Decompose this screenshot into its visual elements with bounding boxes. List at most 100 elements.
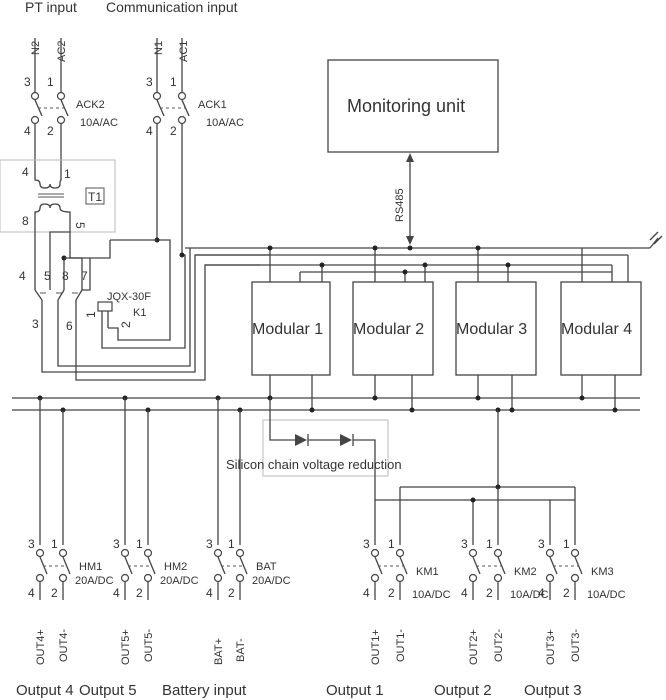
output-breaker-name: KM1 [416, 566, 439, 578]
svg-text:6: 6 [66, 319, 73, 333]
output-negative-terminal: BAT- [235, 638, 247, 662]
svg-text:4: 4 [363, 586, 370, 600]
svg-text:7: 7 [81, 269, 88, 283]
output-caption: Output 5 [79, 682, 137, 699]
module-4-label: Modular 4 [561, 321, 632, 338]
output-positive-terminal: OUT3+ [545, 629, 557, 665]
output-negative-terminal: OUT3- [570, 629, 582, 662]
svg-text:4: 4 [461, 586, 468, 600]
svg-text:4: 4 [206, 586, 213, 600]
module-1-label: Modular 1 [252, 321, 323, 338]
relay-name: K1 [133, 307, 146, 319]
output-caption: Output 4 [16, 682, 74, 699]
relay-k1: 4 5 8 7 3 6 1 2 JQX-30F K1 [19, 231, 186, 349]
ack1-top-left-label: N1 [153, 41, 165, 55]
output-breaker-rating: 10A/DC [510, 589, 549, 601]
ack2-top-left-label: N2 [30, 41, 42, 55]
output-caption: Output 2 [434, 682, 492, 699]
output-caption: Battery input [162, 682, 247, 699]
svg-text:2: 2 [47, 124, 54, 138]
svg-text:3: 3 [24, 75, 31, 89]
communication-input-heading: Communication input [106, 0, 238, 15]
output-positive-terminal: OUT5+ [120, 629, 132, 665]
output-negative-terminal: OUT2- [493, 629, 505, 662]
output-breaker-rating: 20A/DC [252, 575, 291, 587]
output-caption: Output 1 [326, 682, 384, 699]
svg-text:1: 1 [84, 311, 98, 318]
svg-text:4: 4 [146, 124, 153, 138]
silicon-chain-label: Silicon chain voltage reduction [226, 457, 402, 472]
monitoring-unit: Monitoring unit RS485 [327, 59, 499, 245]
output-positive-terminal: OUT2+ [468, 629, 480, 665]
svg-text:2: 2 [563, 586, 570, 600]
svg-text:4: 4 [22, 165, 29, 179]
module-3: Modular 3 [455, 281, 537, 376]
svg-text:2: 2 [228, 586, 235, 600]
svg-text:1: 1 [563, 537, 570, 551]
output-positive-terminal: OUT4+ [35, 629, 47, 665]
monitoring-unit-label: Monitoring unit [347, 96, 465, 116]
svg-text:3: 3 [32, 317, 39, 331]
output-breaker-name: HM2 [164, 561, 187, 573]
svg-text:2: 2 [136, 586, 143, 600]
svg-text:8: 8 [22, 214, 29, 228]
breaker-ack1: N1 AC1 3 1 4 2 ACK1 10A/AC [146, 38, 244, 255]
svg-text:2: 2 [388, 586, 395, 600]
output-negative-terminal: OUT1- [395, 629, 407, 662]
ack2-rating: 10A/AC [80, 117, 118, 129]
pt-input-heading: PT input [25, 0, 77, 15]
module-3-label: Modular 3 [456, 321, 527, 338]
svg-text:3: 3 [113, 537, 120, 551]
svg-text:1: 1 [486, 537, 493, 551]
svg-text:1: 1 [136, 537, 143, 551]
module-2: Modular 2 [352, 281, 434, 376]
module-4: Modular 4 [560, 281, 642, 376]
ack1-rating: 10A/AC [206, 117, 244, 129]
svg-text:4: 4 [28, 586, 35, 600]
output-breaker-rating: 20A/DC [75, 575, 114, 587]
output-breaker-1: 3 1 4 2 HM1 20A/DC OUT4+ OUT4- Output 4 [16, 537, 114, 699]
svg-text:3: 3 [146, 75, 153, 89]
module-2-label: Modular 2 [353, 321, 424, 338]
output-breaker-name: KM2 [514, 566, 537, 578]
output-breakers: 3 1 4 2 HM1 20A/DC OUT4+ OUT4- Output 4 3 1 4 2 HM2 20… [16, 537, 626, 699]
svg-text:4: 4 [113, 586, 120, 600]
svg-text:8: 8 [62, 269, 69, 283]
svg-text:2: 2 [486, 586, 493, 600]
svg-text:1: 1 [51, 537, 58, 551]
svg-text:5: 5 [44, 269, 51, 283]
svg-text:3: 3 [363, 537, 370, 551]
output-breaker-rating: 10A/DC [412, 589, 451, 601]
output-breaker-name: HM1 [79, 561, 102, 573]
breaker-ack2: N2 AC2 3 1 4 2 ACK2 10A/AC [24, 38, 118, 175]
svg-text:4: 4 [24, 124, 31, 138]
svg-text:2: 2 [51, 586, 58, 600]
output-breaker-name: KM3 [591, 566, 614, 578]
svg-text:2: 2 [119, 321, 133, 328]
output-positive-terminal: OUT1+ [370, 629, 382, 665]
ack2-name: ACK2 [76, 99, 105, 111]
svg-text:3: 3 [28, 537, 35, 551]
output-breaker-rating: 10A/DC [587, 589, 626, 601]
ack1-name: ACK1 [198, 99, 227, 111]
output-caption: Output 3 [524, 682, 582, 699]
transformer-name: T1 [88, 190, 102, 204]
transformer-t1: 4 1 T1 8 5 [0, 159, 116, 290]
ack2-top-right-label: AC2 [56, 41, 68, 62]
ack1-top-right-label: AC1 [178, 41, 190, 62]
svg-text:4: 4 [538, 586, 545, 600]
rs485-label: RS485 [394, 188, 406, 222]
svg-text:1: 1 [170, 75, 177, 89]
silicon-chain: Silicon chain voltage reduction [226, 398, 402, 545]
output-negative-terminal: OUT4- [58, 629, 70, 662]
svg-text:3: 3 [461, 537, 468, 551]
svg-text:3: 3 [206, 537, 213, 551]
module-1: Modular 1 [251, 281, 331, 376]
svg-text:5: 5 [73, 222, 87, 229]
